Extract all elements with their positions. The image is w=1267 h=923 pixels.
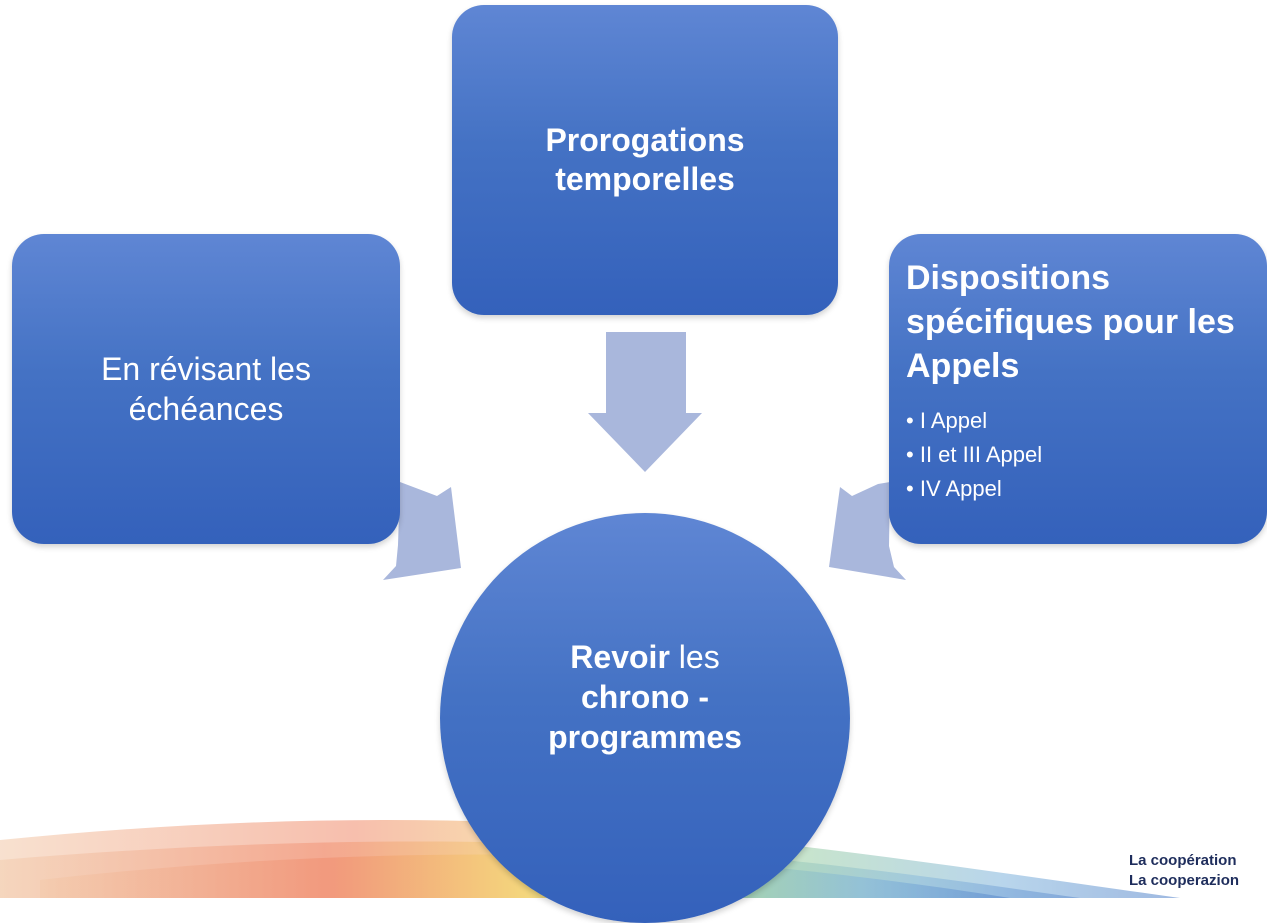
footer-tagline: La coopération La cooperazion — [1129, 852, 1240, 889]
list-item: II et III Appel — [906, 438, 1267, 472]
top-box: Prorogations temporelles — [452, 5, 838, 315]
arrows-layer — [383, 332, 906, 580]
right-box: Dispositions spécifiques pour les Appels… — [889, 234, 1267, 544]
top-box-text: Prorogations temporelles — [545, 122, 745, 197]
center-circle: Revoir les chrono - programmes — [440, 513, 850, 923]
list-item: I Appel — [906, 404, 1267, 438]
list-item: IV Appel — [906, 472, 1267, 506]
down-arrow — [588, 332, 702, 472]
right-diagonal-arrow — [829, 482, 906, 580]
left-box: En révisant les échéances — [12, 234, 400, 544]
left-box-text: En révisant les échéances — [101, 351, 311, 427]
appels-list: I Appel II et III Appel IV Appel — [906, 404, 1267, 506]
right-box-title: Dispositions spécifiques pour les Appels — [906, 259, 1235, 385]
left-diagonal-arrow — [383, 482, 461, 580]
center-circle-text: Revoir les chrono - programmes — [548, 639, 742, 755]
